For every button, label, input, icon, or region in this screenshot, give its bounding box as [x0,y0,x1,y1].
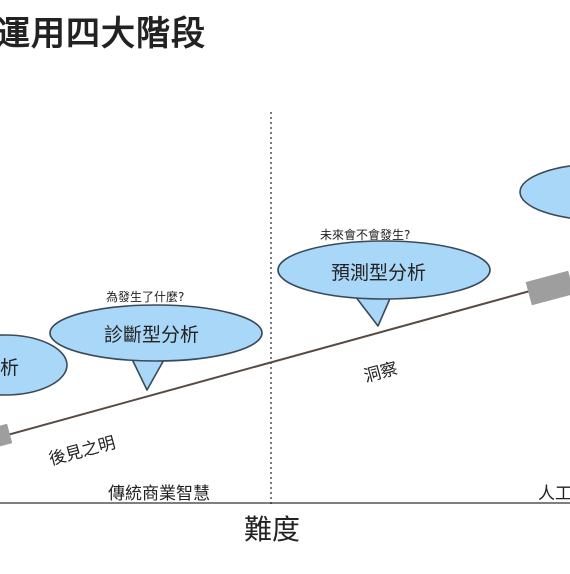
page-title: 運用四大階段 [0,14,206,54]
bubble-predictive [277,240,491,327]
bubble-diagnostic [49,304,263,391]
arrow-block-left [0,423,13,449]
phase-label-traditional-bi: 傳統商業智慧 [108,484,210,504]
stage-question-predictive: 未來會不會發生? [320,228,411,242]
arrow-block-right [525,270,570,306]
trend-line [0,279,570,438]
phase-label-ai: 人工 [538,484,570,504]
stage-question-diagnostic: 為發生了什麼? [106,290,185,304]
stage-label-diagnostic: 診斷型分析 [104,324,200,346]
bubble-descriptive [0,334,68,396]
x-axis-label: 難度 [244,513,301,546]
bubble-prescriptive [519,165,570,219]
stage-label-descriptive: 析 [0,357,20,379]
stage-label-predictive: 預測型分析 [331,262,427,284]
